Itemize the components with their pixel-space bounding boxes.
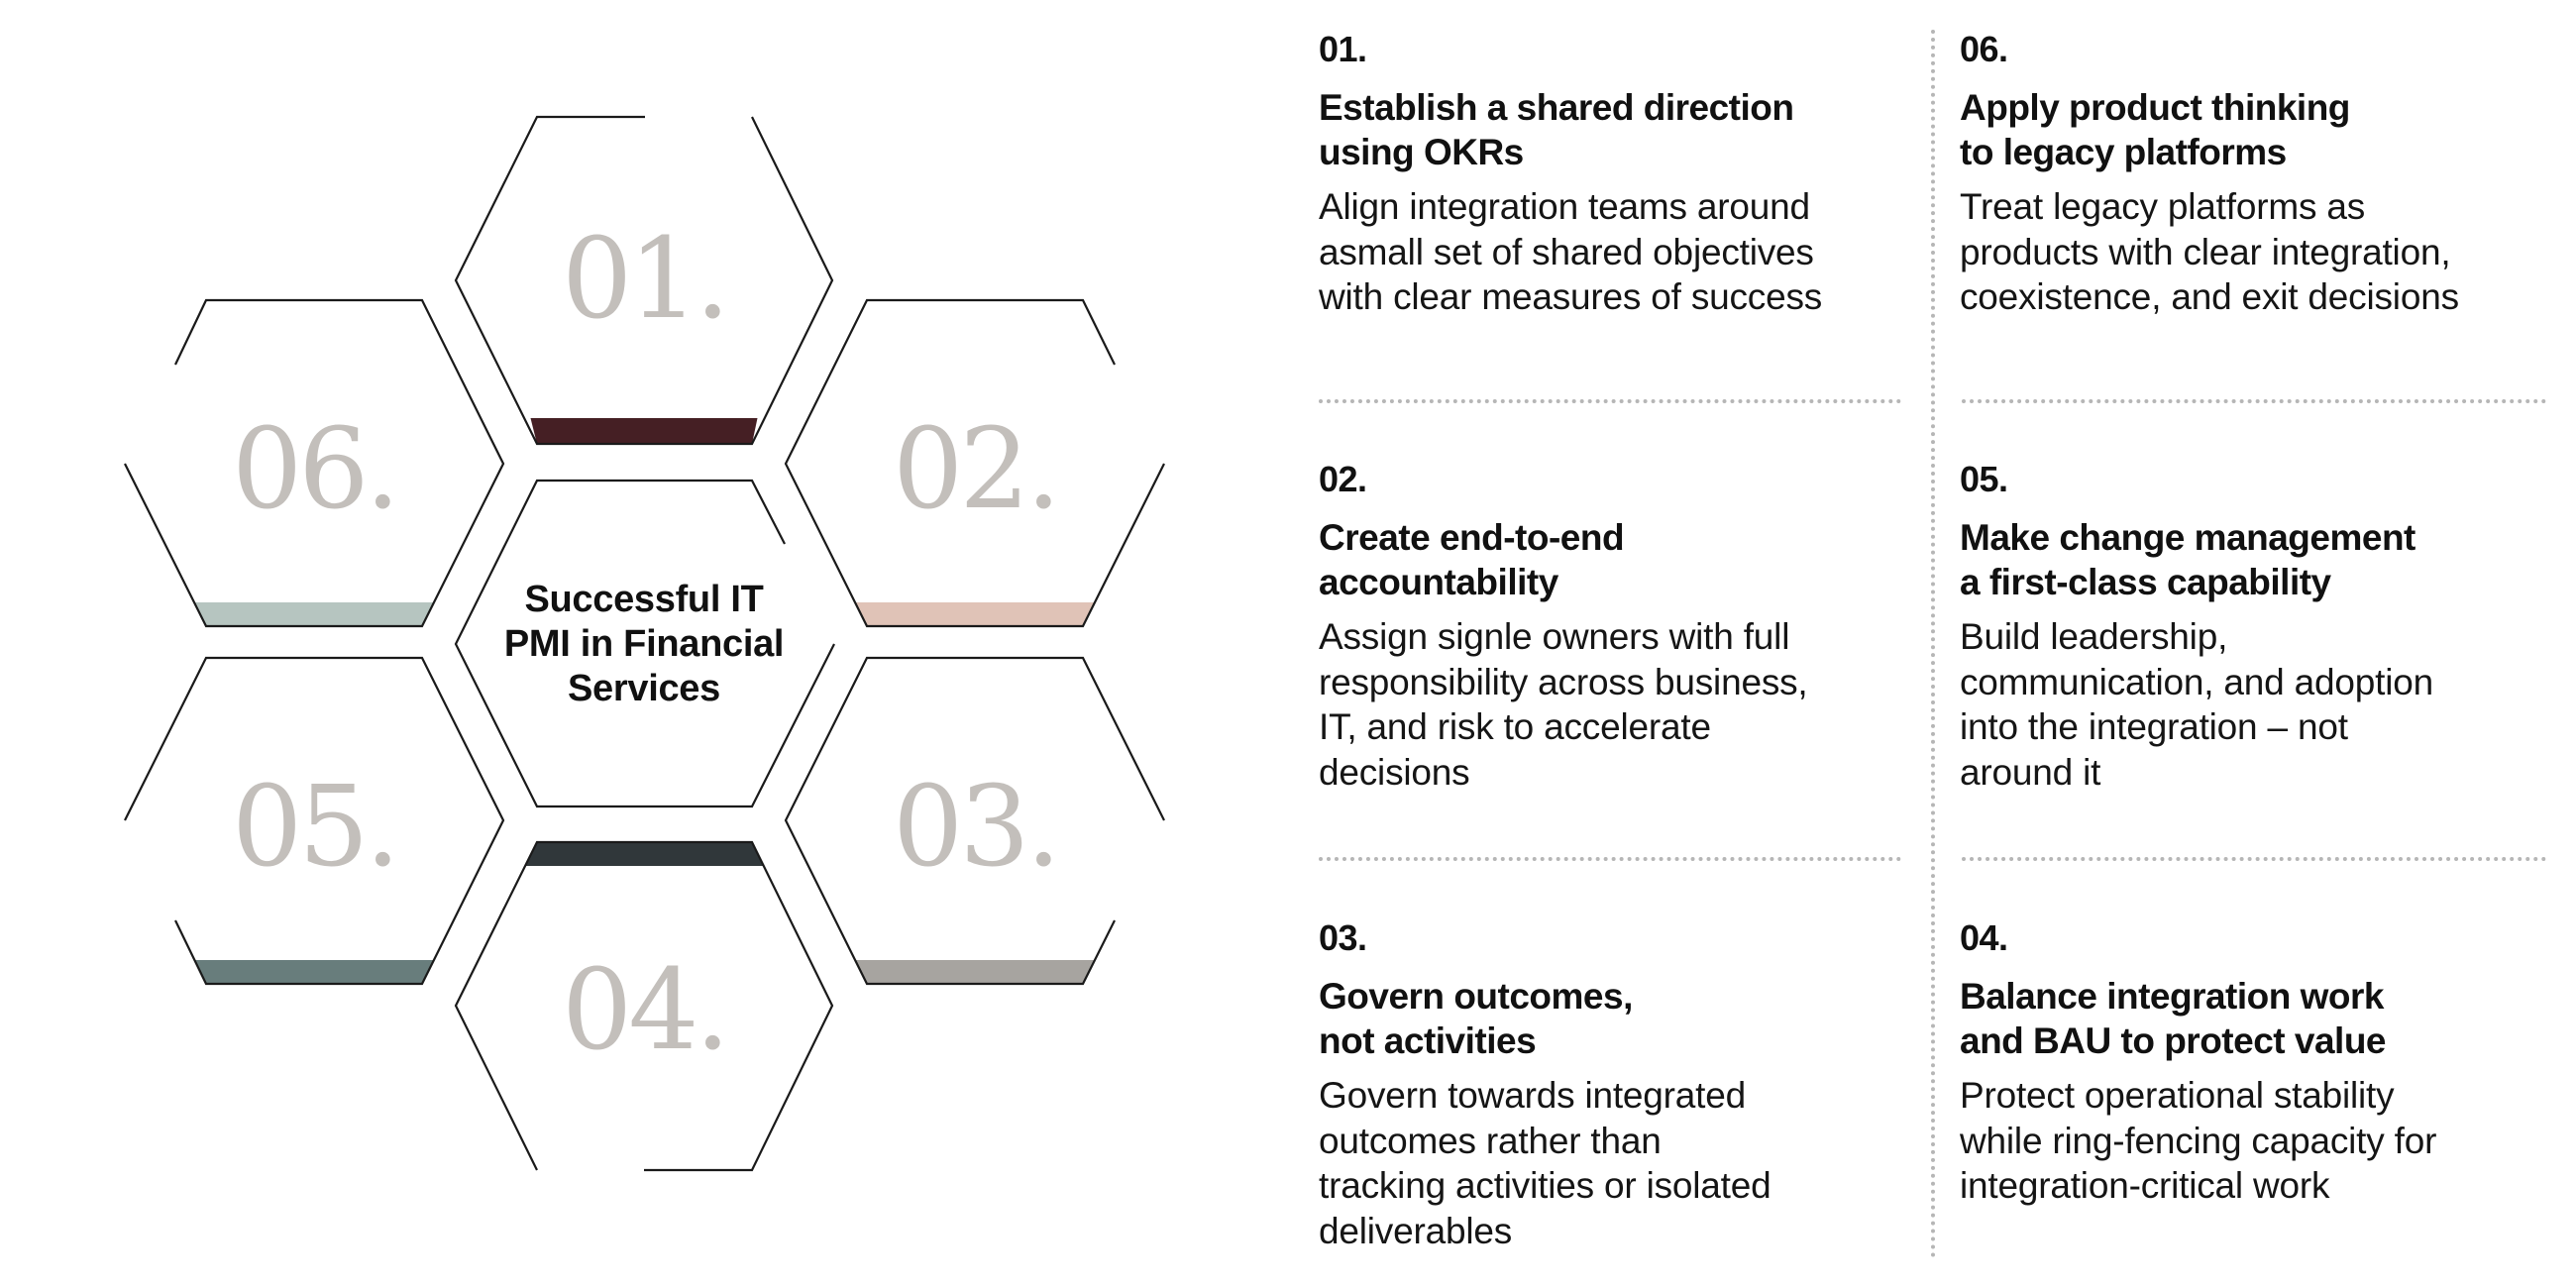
body-line: responsibility across business, xyxy=(1319,661,1808,702)
body-line: communication, and adoption xyxy=(1960,661,2433,702)
title-line: PMI in Financial xyxy=(503,623,785,665)
item-body: Align integration teams around asmall se… xyxy=(1319,184,1913,320)
body-line: Protect operational stability xyxy=(1960,1075,2395,1116)
body-line: Align integration teams around xyxy=(1319,186,1810,227)
title-line: Services xyxy=(568,668,720,709)
item-03: 03. Govern outcomes, not activities Gove… xyxy=(1319,918,1913,1253)
item-number: 05. xyxy=(1960,459,2008,499)
hex-04-label: 04. xyxy=(562,946,726,1075)
item-number: 01. xyxy=(1319,29,1367,69)
heading-line: Apply product thinking xyxy=(1960,87,2350,128)
hex-01-band xyxy=(530,418,758,444)
item-heading: Create end-to-end accountability xyxy=(1319,515,1913,604)
heading-line: to legacy platforms xyxy=(1960,132,2287,172)
item-heading: Govern outcomes, not activities xyxy=(1319,974,1913,1063)
item-heading: Make change management a first-class cap… xyxy=(1960,515,2554,604)
hex-06 xyxy=(124,298,505,628)
row-divider-left-2 xyxy=(1319,857,1901,861)
body-line: around it xyxy=(1960,751,2101,793)
heading-line: Govern outcomes, xyxy=(1319,976,1633,1017)
heading-line: Balance integration work xyxy=(1960,976,2385,1017)
hex-06-band xyxy=(194,602,434,626)
body-line: tracking activities or isolated xyxy=(1319,1165,1771,1206)
title-line: Successful IT xyxy=(524,579,764,620)
item-05: 05. Make change management a first-class… xyxy=(1960,460,2554,795)
item-body: Treat legacy platforms as products with … xyxy=(1960,184,2554,320)
row-divider-right-2 xyxy=(1962,857,2546,861)
hex-03-band xyxy=(855,960,1095,984)
item-number: 04. xyxy=(1960,917,2008,958)
body-line: asmall set of shared objectives xyxy=(1319,231,1814,272)
body-line: Build leadership, xyxy=(1960,616,2228,657)
hex-04 xyxy=(454,840,834,1172)
body-line: while ring-fencing capacity for xyxy=(1960,1120,2437,1161)
row-divider-right-1 xyxy=(1962,399,2546,403)
heading-line: and BAU to protect value xyxy=(1960,1020,2387,1061)
item-number: 02. xyxy=(1319,459,1367,499)
body-line: decisions xyxy=(1319,751,1470,793)
item-02: 02. Create end-to-end accountability Ass… xyxy=(1319,460,1913,795)
hex-02 xyxy=(784,298,1165,628)
hex-03-label: 03. xyxy=(893,763,1057,892)
hex-01 xyxy=(454,115,834,446)
hex-03 xyxy=(784,656,1165,986)
heading-line: using OKRs xyxy=(1319,132,1524,172)
item-body: Govern towards integrated outcomes rathe… xyxy=(1319,1073,1913,1253)
body-line: integration-critical work xyxy=(1960,1165,2330,1206)
column-divider xyxy=(1931,30,1935,1258)
hex-02-band xyxy=(855,602,1095,626)
hex-05-label: 05. xyxy=(232,763,396,892)
heading-line: Establish a shared direction xyxy=(1319,87,1794,128)
body-line: outcomes rather than xyxy=(1319,1120,1662,1161)
body-line: with clear measures of success xyxy=(1319,276,1823,317)
heading-line: Make change management xyxy=(1960,517,2415,558)
item-body: Build leadership, communication, and ado… xyxy=(1960,614,2554,795)
hex-01-label: 01. xyxy=(562,215,726,344)
body-line: into the integration – not xyxy=(1960,706,2348,747)
hex-02-label: 02. xyxy=(893,405,1057,534)
item-heading: Establish a shared direction using OKRs xyxy=(1319,85,1913,174)
heading-line: not activities xyxy=(1319,1020,1537,1061)
item-body: Assign signle owners with full responsib… xyxy=(1319,614,1913,795)
body-line: Treat legacy platforms as xyxy=(1960,186,2366,227)
body-line: products with clear integration, xyxy=(1960,231,2451,272)
item-number: 03. xyxy=(1319,917,1367,958)
heading-line: a first-class capability xyxy=(1960,562,2331,602)
body-line: Govern towards integrated xyxy=(1319,1075,1747,1116)
hexagon-diagram: 01. 02. 03. 04. 05. 06. xyxy=(124,115,1165,1172)
item-heading: Apply product thinking to legacy platfor… xyxy=(1960,85,2554,174)
body-line: deliverables xyxy=(1319,1210,1513,1251)
hex-04-band xyxy=(525,842,764,866)
heading-line: Create end-to-end xyxy=(1319,517,1625,558)
hex-05-band xyxy=(194,960,434,984)
hex-center xyxy=(454,479,835,808)
item-body: Protect operational stability while ring… xyxy=(1960,1073,2554,1209)
item-heading: Balance integration work and BAU to prot… xyxy=(1960,974,2554,1063)
body-line: coexistence, and exit decisions xyxy=(1960,276,2459,317)
item-06: 06. Apply product thinking to legacy pla… xyxy=(1960,30,2554,320)
row-divider-left-1 xyxy=(1319,399,1901,403)
hex-05 xyxy=(124,656,505,986)
body-line: IT, and risk to accelerate xyxy=(1319,706,1711,747)
item-04: 04. Balance integration work and BAU to … xyxy=(1960,918,2554,1209)
diagram-title: Successful IT PMI in Financial Services xyxy=(466,578,822,711)
item-number: 06. xyxy=(1960,29,2008,69)
item-01: 01. Establish a shared direction using O… xyxy=(1319,30,1913,320)
heading-line: accountability xyxy=(1319,562,1558,602)
body-line: Assign signle owners with full xyxy=(1319,616,1790,657)
hex-06-label: 06. xyxy=(232,405,396,534)
